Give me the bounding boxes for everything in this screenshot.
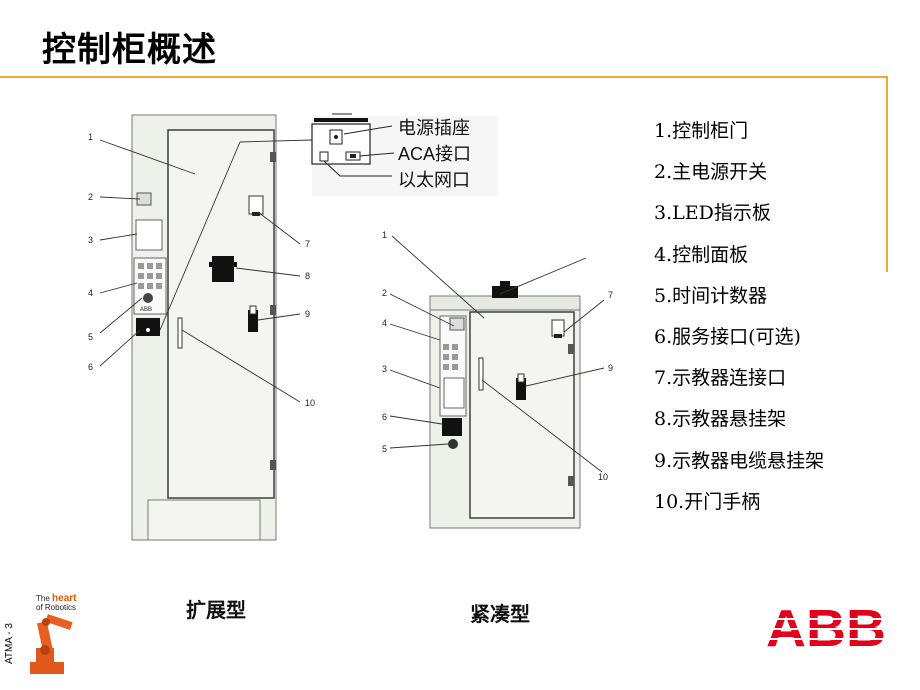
legend-item: 2.主电源开关 (654, 161, 768, 184)
side-rule (886, 76, 888, 272)
large-callout: 10 (305, 398, 315, 408)
compact-callout: 3 (382, 364, 387, 374)
legend-item: 9.示教器电缆悬挂架 (654, 449, 825, 472)
page-title: 控制柜概述 (42, 30, 217, 70)
aca-port-label: ACA接口 (398, 144, 471, 164)
svg-text:ABB: ABB (140, 307, 152, 313)
legend-item: 1.控制柜门 (654, 120, 749, 142)
title-rule (0, 76, 888, 78)
compact-callout: 7 (608, 290, 613, 300)
robotics-tagline: The heart of Robotics (36, 593, 77, 613)
ethernet-port-label: 以太网口 (398, 170, 470, 190)
large-callout: 8 (305, 271, 310, 281)
legend-item: 4.控制面板 (654, 243, 749, 266)
compact-callout: 10 (598, 472, 608, 482)
tagline-heart: heart (52, 593, 77, 604)
compact-callout: 1 (382, 230, 387, 240)
large-callout: 9 (305, 309, 310, 319)
abb-logo: ABB (766, 600, 886, 650)
legend-item: 6.服务接口(可选) (654, 325, 801, 348)
large-callout: 3 (88, 235, 93, 245)
power-socket-label: 电源插座 (398, 118, 470, 138)
caption-extended: 扩展型 (186, 598, 246, 622)
abb-logo-text: ABB (766, 600, 886, 650)
large-callout: 5 (88, 332, 93, 342)
caption-compact: 紧凑型 (470, 602, 530, 626)
legend-item: 3.LED指示板 (654, 202, 771, 225)
compact-callout: 9 (608, 363, 613, 373)
large-callout: 7 (305, 239, 310, 249)
legend-item: 8.示教器悬挂架 (654, 408, 787, 431)
connector-inset: 电源插座 ACA接口 以太网口 (311, 113, 498, 196)
large-callout: 6 (88, 362, 93, 372)
extended-cabinet: ABB 1 2 (88, 114, 315, 541)
legend-item: 7.示教器连接口 (654, 367, 787, 390)
compact-callout: 4 (382, 318, 387, 328)
robot-arm-icon (30, 614, 73, 674)
legend-item: 10.开门手柄 (654, 490, 761, 513)
large-callout: 1 (88, 132, 93, 142)
compact-callout: 2 (382, 288, 387, 298)
slide-id: ATMA - 3 (4, 623, 15, 664)
legend-item: 5.时间计数器 (654, 284, 768, 307)
compact-cabinet: 1 2 4 3 6 5 7 9 10 (382, 230, 613, 529)
large-callout: 4 (88, 288, 93, 298)
tagline-the: The (36, 594, 50, 603)
compact-callout: 5 (382, 444, 387, 454)
compact-callout: 6 (382, 412, 387, 422)
tagline-robotics: of Robotics (36, 603, 77, 612)
large-callout: 2 (88, 192, 93, 202)
component-legend: 1.控制柜门 2.主电源开关 3.LED指示板 4.控制面板 5.时间计数器 6… (654, 116, 824, 528)
